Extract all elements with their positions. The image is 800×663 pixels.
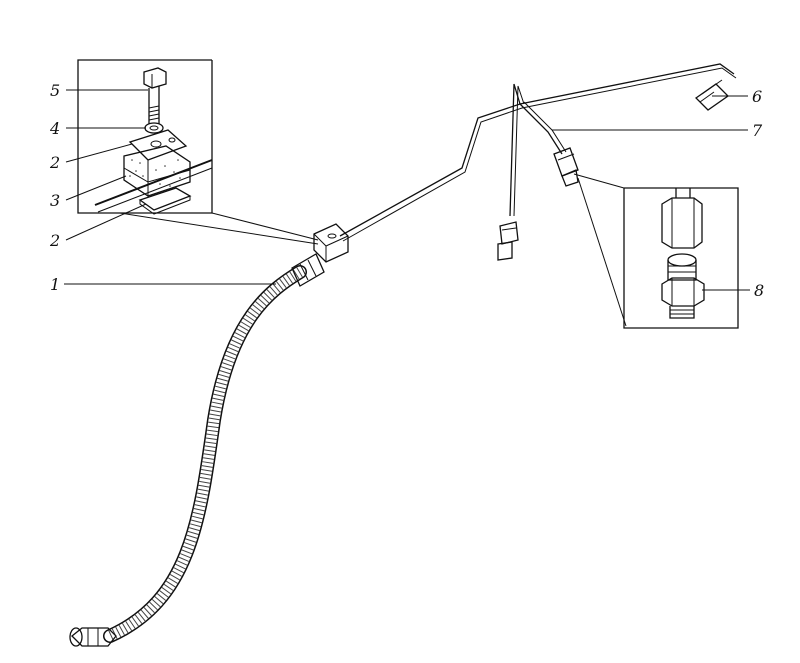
flexible-hose bbox=[69, 253, 325, 647]
branch-end-fitting bbox=[497, 221, 519, 261]
union-nut-fitting bbox=[553, 147, 579, 187]
pipe-end-fitting bbox=[694, 79, 730, 111]
callout-5: 5 bbox=[50, 81, 60, 100]
pipe-clamp bbox=[313, 223, 349, 263]
rubber-pad-stack bbox=[94, 145, 213, 213]
callout-3: 3 bbox=[50, 191, 60, 210]
bolt bbox=[143, 67, 167, 124]
callout-1: 1 bbox=[50, 275, 60, 294]
fuel-pipe bbox=[339, 63, 737, 242]
washer bbox=[144, 122, 164, 134]
callout-4: 4 bbox=[49, 119, 60, 138]
fitting-detail-inset bbox=[623, 187, 739, 329]
callout-2-lower: 2 bbox=[49, 231, 60, 250]
clamp-plate-lower bbox=[138, 187, 192, 215]
callout-8: 8 bbox=[754, 281, 764, 300]
fitting-detail-leaders bbox=[573, 173, 627, 327]
callout-leaders bbox=[64, 89, 750, 291]
callout-6: 6 bbox=[752, 87, 762, 106]
callout-7: 7 bbox=[752, 121, 763, 140]
clamp-plate-upper bbox=[128, 129, 188, 161]
callout-2-upper: 2 bbox=[49, 153, 60, 172]
clamp-detail-inset bbox=[77, 59, 319, 245]
